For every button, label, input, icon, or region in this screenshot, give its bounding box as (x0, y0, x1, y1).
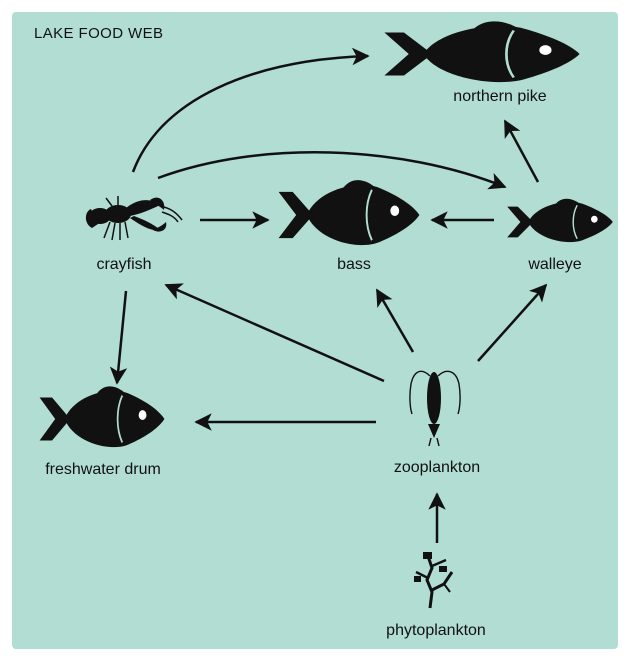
zooplankton-icon (410, 371, 460, 446)
walleye-icon (507, 199, 613, 242)
label-bass: bass (337, 256, 371, 274)
arrow-crayfish-to-pike (133, 56, 368, 172)
label-freshwater-drum: freshwater drum (45, 461, 161, 479)
arrow-crayfish-to-walleye (158, 152, 505, 187)
arrow-walleye-to-pike (505, 121, 538, 182)
arrow-zooplankton-to-walleye (478, 285, 546, 361)
arrow-crayfish-to-drum (117, 291, 126, 383)
label-crayfish: crayfish (96, 256, 151, 274)
northern-pike-icon (384, 21, 579, 82)
arrow-zooplankton-to-crayfish (166, 285, 384, 381)
label-zooplankton: zooplankton (394, 459, 480, 477)
label-phytoplankton: phytoplankton (386, 622, 486, 640)
phytoplankton-icon (414, 552, 452, 608)
label-northern-pike: northern pike (453, 88, 546, 106)
bass-icon (279, 180, 420, 245)
arrow-zooplankton-to-bass (377, 290, 413, 352)
label-walleye: walleye (528, 256, 581, 274)
crayfish-icon (86, 196, 182, 240)
freshwater-drum-icon (40, 386, 165, 447)
